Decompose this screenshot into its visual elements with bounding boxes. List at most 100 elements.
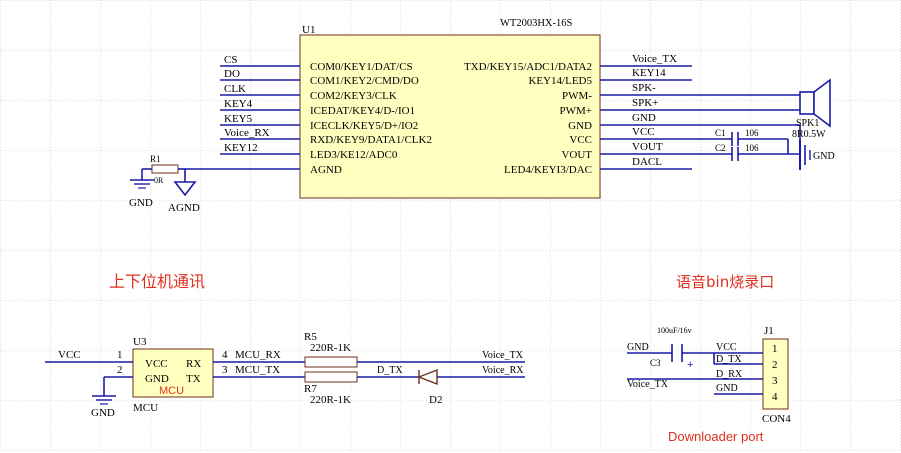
bottom-wires <box>357 361 525 378</box>
diode-d2[interactable]: D2 D_TX <box>377 365 442 406</box>
u1-pin-l6: RXD/KEY9/DATA1/CLK2 <box>310 134 432 146</box>
u1-left-wires <box>185 65 300 170</box>
u3-pin1-num: 1 <box>117 349 123 361</box>
r5-ref: R5 <box>304 331 317 343</box>
u3-mcu-tx-net: MCU_TX <box>235 364 280 376</box>
u1-pin-r7: VOUT <box>561 149 592 161</box>
u3-gnd-label: GND <box>91 407 115 419</box>
u1-pin-r1: TXD/KEY15/ADC1/DATA2 <box>464 61 592 73</box>
u1-pin-l5: ICECLK/KEY5/D+/IO2 <box>310 120 418 132</box>
net-key12: KEY12 <box>224 142 258 154</box>
spk-value: 8R0.5W <box>792 129 826 140</box>
c3-plus: + <box>687 359 693 371</box>
bottom-net-voice-rx: Voice_RX <box>482 365 524 376</box>
spk-ref: SPK1 <box>796 118 819 129</box>
net-vout: VOUT <box>632 141 663 153</box>
u3-wires <box>45 361 305 396</box>
net-key5: KEY5 <box>224 113 253 125</box>
r7-value: 220R-1K <box>310 394 351 406</box>
u3-pin-rx: RX <box>186 358 201 370</box>
u3-mcu-inside: MCU <box>159 385 184 397</box>
u1-pin-l2: COM1/KEY2/CMD/DO <box>310 75 419 87</box>
c3-value: 100uF/16v <box>657 326 692 335</box>
section-title-bin: 语音bin烧录口 <box>676 273 774 291</box>
net-key14: KEY14 <box>632 67 666 79</box>
u1-ref: U1 <box>302 24 315 36</box>
bottom-net-voice-tx: Voice_TX <box>482 350 524 361</box>
u1-pin-r5: GND <box>568 120 592 132</box>
r1-gnd-label: GND <box>129 197 153 209</box>
d2-net: D_TX <box>377 365 403 376</box>
u1-pin-r8: LED4/KEYI3/DAC <box>504 164 592 176</box>
c3-ref: C3 <box>650 358 661 368</box>
net-spk-minus: SPK- <box>632 82 656 94</box>
r5-value: 220R-1K <box>310 342 351 354</box>
net-voice-tx: Voice_TX <box>632 53 677 65</box>
resistor-r7[interactable]: R7 220R-1K <box>304 371 358 406</box>
downloader-port-label: Downloader port <box>668 429 764 444</box>
u3-mcu[interactable]: U3 VCC GND RX TX MCU MCU <box>132 336 214 414</box>
j1-wires <box>627 352 763 395</box>
j1-left-voice-tx: Voice_TX <box>627 379 669 390</box>
j1-pin-3: 3 <box>772 375 778 387</box>
agnd-symbol: AGND <box>168 169 200 214</box>
u1-right-wires <box>600 65 801 170</box>
u3-pin2-num: 2 <box>117 364 123 376</box>
j1-ref: J1 <box>764 325 774 337</box>
u1-pin-r2: KEY14/LED5 <box>528 75 592 87</box>
d2-ref: D2 <box>429 394 442 406</box>
u3-pin-tx: TX <box>186 373 201 385</box>
u3-pin-gnd: GND <box>145 373 169 385</box>
u1-pin-l4: ICEDAT/KEY4/D-/IO1 <box>310 105 415 117</box>
c2-ref: C2 <box>715 143 726 153</box>
j1-wire-vcc: VCC <box>716 342 737 353</box>
j1-pin-4: 4 <box>772 391 778 403</box>
u3-mcu-below: MCU <box>133 402 158 414</box>
u3-vcc-net: VCC <box>58 349 81 361</box>
connector-j1[interactable]: J1 1 2 3 4 CON4 <box>762 325 791 425</box>
capacitor-c1[interactable]: C1 106 <box>715 128 759 146</box>
gnd-symbol-u3: GND <box>91 395 116 419</box>
u1-pin-r3: PWM- <box>562 90 592 102</box>
j1-wire-dtx: D_TX <box>716 354 742 365</box>
section-title-comms: 上下位机通讯 <box>109 272 205 291</box>
net-spk-plus: SPK+ <box>632 97 658 109</box>
u1-pin-r6: VCC <box>569 134 592 146</box>
j1-wire-drx: D_RX <box>716 369 743 380</box>
capacitor-c3[interactable]: 100uF/16v C3 + <box>650 326 693 371</box>
r1-ref: R1 <box>150 154 161 164</box>
j1-left-gnd: GND <box>627 342 649 353</box>
u1-pin-l1: COM0/KEY1/DAT/CS <box>310 61 413 73</box>
u3-mcu-rx-net: MCU_RX <box>235 349 281 361</box>
c1-ref: C1 <box>715 128 726 138</box>
u3-pin-vcc: VCC <box>145 358 168 370</box>
resistor-r5[interactable]: R5 220R-1K <box>304 331 358 368</box>
ground-symbol-caps: GND <box>799 140 835 170</box>
u1-chip[interactable]: U1 WT2003HX-16S COM0/KEY1/DAT/CS COM1/KE… <box>299 18 601 199</box>
j1-pin-1: 1 <box>772 343 778 355</box>
u1-pin-l8: AGND <box>310 164 342 176</box>
r7-ref: R7 <box>304 383 317 395</box>
speaker-spk1[interactable]: SPK1 8R0.5W <box>792 78 831 140</box>
net-dacl: DACL <box>632 156 662 168</box>
capacitor-c2[interactable]: C2 106 <box>715 143 759 161</box>
u1-body <box>299 34 601 199</box>
caps-gnd-label: GND <box>813 151 835 162</box>
net-cs: CS <box>224 54 237 66</box>
u1-pin-r4: PWM+ <box>560 105 592 117</box>
j1-wire-gnd: GND <box>716 383 738 394</box>
u1-pin-l7: LED3/KE12/ADC0 <box>310 149 398 161</box>
u1-pin-l3: COM2/KEY3/CLK <box>310 90 397 102</box>
j1-name: CON4 <box>762 413 791 425</box>
u3-pin3-num: 3 <box>222 364 228 376</box>
net-key4: KEY4 <box>224 98 253 110</box>
r1-value: 0R <box>154 176 164 185</box>
resistor-r1[interactable]: R1 0R <box>142 154 185 185</box>
net-vcc: VCC <box>632 126 655 138</box>
agnd-label: AGND <box>168 202 200 214</box>
net-gnd: GND <box>632 112 656 124</box>
u3-pin4-num: 4 <box>222 349 228 361</box>
c2-value: 106 <box>745 143 759 153</box>
c1-value: 106 <box>745 128 759 138</box>
